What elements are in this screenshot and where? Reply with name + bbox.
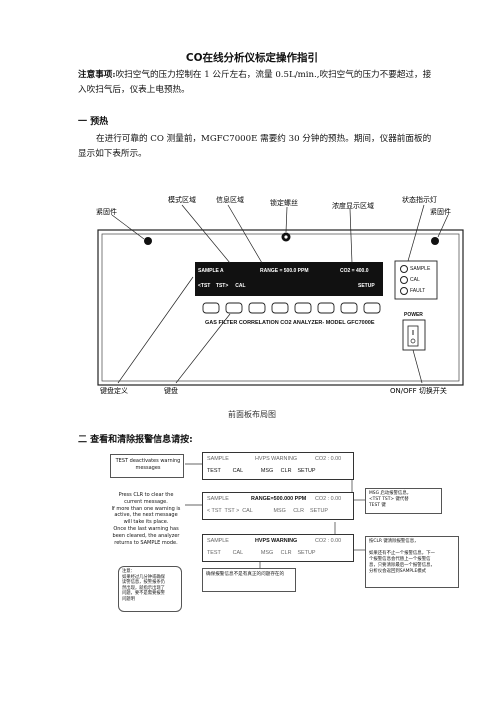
msg-note-box: MSG 启动报警信息， <TST TST> 键代替 TEST 键 <box>365 488 442 514</box>
callout-key-definition: 键盘定义 <box>100 387 128 395</box>
callout-conc-display: 浓度显示区域 <box>332 202 374 210</box>
warning-flow-diagram: TEST deactivates warning messages Press … <box>90 450 480 620</box>
callout-fastener-left: 紧固件 <box>96 208 117 216</box>
note-label: 注意事项: <box>78 70 116 80</box>
front-panel-figure: 模式区域 信息区域 锁定螺丝 浓度显示区域 状态指示灯 紧固件 紧固件 键盘定义… <box>90 185 470 400</box>
display-conc: CO2 = 400.0 <box>340 268 369 274</box>
status-label-cal: CAL <box>410 277 420 283</box>
screen3-bottom: TEST CAL MSG CLR SETUP <box>207 550 316 556</box>
callout-lock-screw: 锁定螺丝 <box>270 199 298 207</box>
test-note-text: TEST deactivates warning messages <box>115 458 181 471</box>
power-label: POWER <box>404 312 423 318</box>
front-panel-svg <box>97 204 464 386</box>
section-heading-preheat: 一 预热 <box>78 117 109 127</box>
screen1-top-left: SAMPLE <box>207 456 229 462</box>
screen3-top-left: SAMPLE <box>207 538 229 544</box>
screen3-top-right: CO2 : 0.00 <box>315 538 342 544</box>
display-mode: SAMPLE A <box>198 268 224 274</box>
figure-caption: 前面板布局图 <box>228 410 276 419</box>
callout-mode-area: 模式区域 <box>168 196 196 204</box>
callout-fastener-right: 紧固件 <box>430 208 451 216</box>
callout-status-lights: 状态指示灯 <box>402 196 437 204</box>
fastener-right-icon <box>431 237 439 245</box>
document-title: CO在线分析仪标定操作指引 <box>185 52 319 64</box>
screen-range: SAMPLE RANGE=500.000 PPM CO2 : 0.00 < TS… <box>202 492 354 520</box>
clr-cn-note-box: 按CLR 键清除报警信息， 如果还有不止一个报警信息，下一 个报警信息会代替上一… <box>365 536 459 588</box>
screen2-top-mid: RANGE=500.000 PPM <box>251 496 307 502</box>
status-label-sample: SAMPLE <box>410 266 431 272</box>
status-label-fault: FAULT <box>410 288 426 294</box>
screen3-top-mid: HVPS WARNING <box>255 538 298 544</box>
note-paragraph: 注意事项:吹扫空气的压力控制在 1 公斤左右，流量 0.5L/min.,吹扫空气… <box>78 68 438 98</box>
preheat-paragraph: 在进行可靠的 CO 测量前，MGFC7000E 需要约 30 分钟的预热。期间，… <box>78 134 432 159</box>
screen-hvps-warning: SAMPLE HVPS WARNING CO2 : 0.00 TEST CAL … <box>202 452 354 480</box>
cn-note-text: 注意： 如果经过几分钟或确保 读警信息，按警报条仍 然出现，就指示出现了 问题，… <box>122 569 165 602</box>
display-range: RANGE = 500.0 PPM <box>260 268 309 274</box>
clr-note-text: Press CLR to clear the current message. … <box>111 492 181 546</box>
callout-power-switch: ON/OFF 切换开关 <box>390 387 447 395</box>
screen2-top-right: CO2 : 0.00 <box>315 496 342 502</box>
screen2-bottom: < TST TST > CAL MSG CLR SETUP <box>207 508 329 514</box>
clr-note-box: Press CLR to clear the current message. … <box>110 492 182 556</box>
test-note-box: TEST deactivates warning messages <box>110 454 184 478</box>
fastener-left-icon <box>144 237 152 245</box>
note-text: 吹扫空气的压力控制在 1 公斤左右，流量 0.5L/min.,吹扫空气的压力不要… <box>78 70 432 95</box>
screen2-top-left: SAMPLE <box>207 496 229 502</box>
screen1-top-right: CO2 : 0.00 <box>315 456 342 462</box>
section-heading-warnings: 二 查看和清除报警信息请按: <box>78 435 193 445</box>
bottom-note-box: 确保报警信息不是有真正的问题存在的 <box>202 568 296 592</box>
screen-hvps-warning-2: SAMPLE HVPS WARNING CO2 : 0.00 TEST CAL … <box>202 534 354 562</box>
model-line: GAS FILTER CORRELATION CO2 ANALYZER- MOD… <box>205 320 375 326</box>
bottom-note-text: 确保报警信息不是有真正的问题存在的 <box>206 572 285 577</box>
msg-note-text: MSG 启动报警信息， <TST TST> 键代替 TEST 键 <box>369 491 412 509</box>
callout-keypad: 键盘 <box>164 387 178 395</box>
callout-message-area: 信息区域 <box>216 196 244 204</box>
clr-cn-note-text: 按CLR 键清除报警信息， 如果还有不止一个报警信息，下一 个报警信息会代替上一… <box>369 539 435 574</box>
screen1-top-mid: HVPS WARNING <box>255 456 298 462</box>
display-keys-right: SETUP <box>358 283 375 289</box>
display-keys-left: <TST TST> CAL <box>198 283 246 289</box>
screen1-bottom: TEST CAL MSG CLR SETUP <box>207 468 316 474</box>
cn-note-box: 注意： 如果经过几分钟或确保 读警信息，按警报条仍 然出现，就指示出现了 问题，… <box>118 566 182 612</box>
